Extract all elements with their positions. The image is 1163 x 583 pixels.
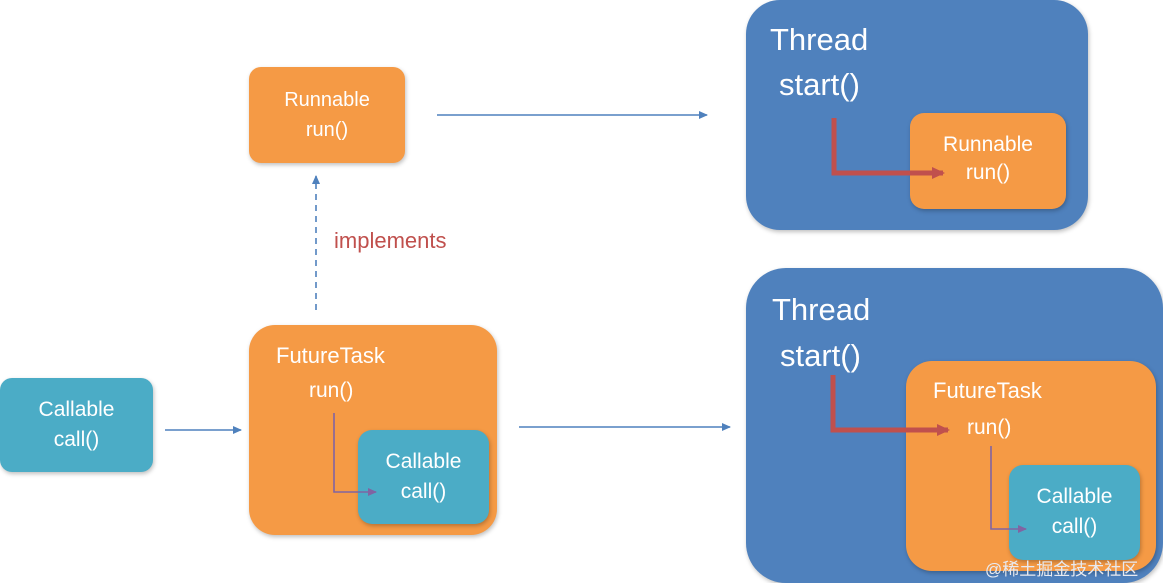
futuretask-inner-callable-box: Callable call() [358, 430, 489, 524]
thread-top-inner-runnable-method: run() [965, 161, 1011, 184]
arrow-thread-bottom-start-to-run [830, 375, 950, 436]
thread-bottom-futuretask-name: FutureTask [933, 378, 1042, 403]
thread-bottom-name: Thread [772, 292, 871, 327]
thread-bottom-method: start() [780, 338, 861, 373]
arrow-inner-futuretask-run-to-call [990, 446, 1027, 533]
futuretask-method: run() [309, 379, 354, 402]
thread-bottom-futuretask-method: run() [967, 416, 1012, 439]
arrow-futuretask-run-to-call [333, 413, 377, 496]
callable-box: Callable call() [0, 378, 153, 472]
futuretask-name: FutureTask [276, 343, 385, 368]
futuretask-inner-callable-name: Callable [385, 450, 462, 473]
thread-top-method: start() [779, 67, 860, 102]
runnable-name: Runnable [284, 89, 370, 111]
implements-label: implements [334, 228, 447, 253]
thread-bottom-callable-box: Callable call() [1009, 465, 1140, 560]
thread-bottom-callable-method: call() [1051, 515, 1098, 538]
thread-top-inner-runnable-box: Runnable run() [910, 113, 1066, 209]
thread-top-inner-runnable-name: Runnable [943, 133, 1033, 156]
runnable-box: Runnable run() [249, 67, 405, 163]
watermark: @稀土掘金技术社区 [985, 560, 1139, 579]
thread-bottom-callable-name: Callable [1036, 485, 1113, 508]
arrow-thread-top-start-to-run [831, 118, 945, 179]
callable-method: call() [53, 428, 100, 451]
thread-top-name: Thread [770, 22, 869, 57]
futuretask-inner-callable-method: call() [400, 480, 447, 503]
runnable-method: run() [305, 119, 349, 141]
callable-name: Callable [38, 398, 115, 421]
